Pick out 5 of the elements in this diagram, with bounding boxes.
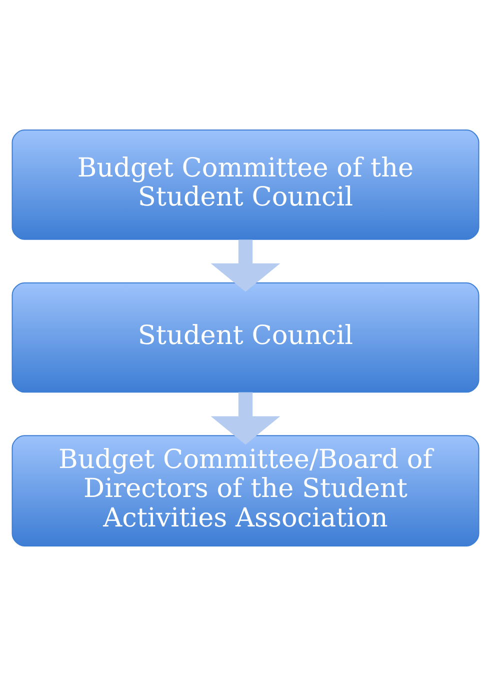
arrow	[210, 392, 280, 445]
node-box: Student Council	[12, 282, 480, 393]
node-box: Budget Committee/Board of Directors of the Student Activities Association	[12, 435, 480, 546]
node-box: Budget Committee of the Student Council	[12, 130, 480, 240]
arrow	[210, 240, 280, 292]
